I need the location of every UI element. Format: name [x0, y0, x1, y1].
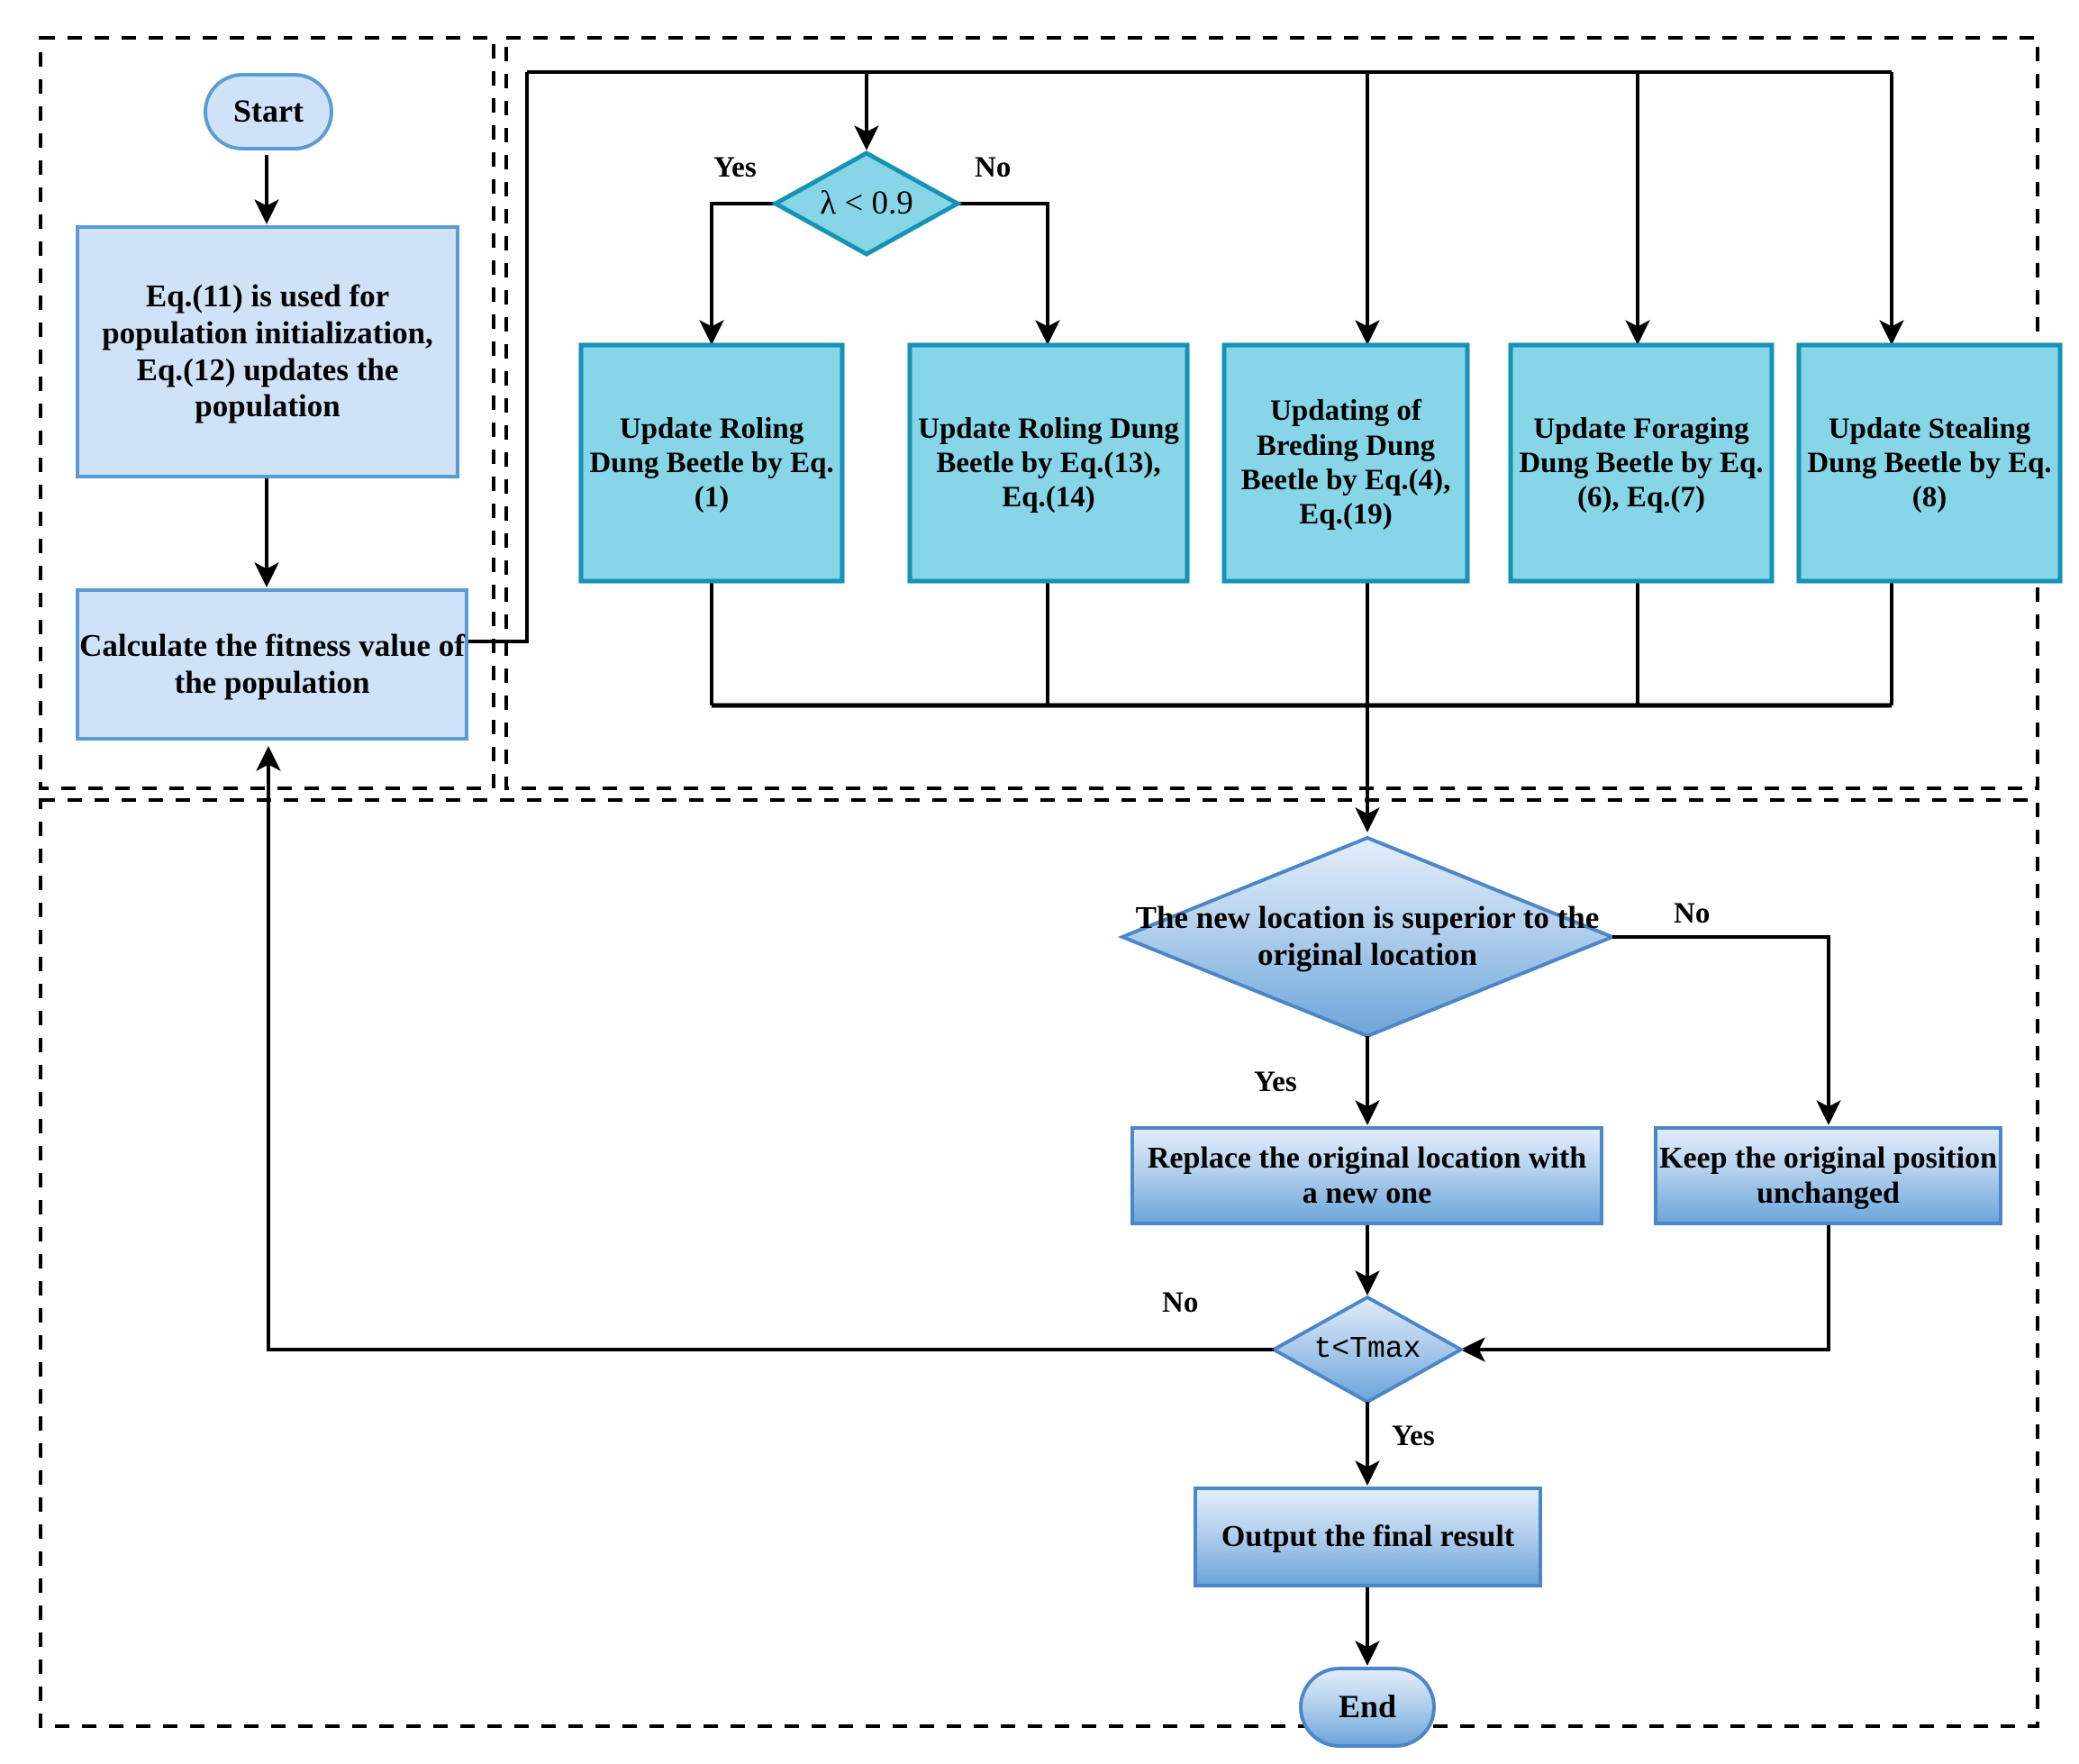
node-superior-decision-shape[interactable] — [1117, 835, 1618, 1039]
edge-label-superior-no: No — [1674, 897, 1711, 930]
node-fitness-shape[interactable] — [76, 588, 468, 741]
node-tmax-decision-shape[interactable] — [1269, 1295, 1466, 1405]
edge-fitness-to-bus — [467, 72, 529, 643]
edge-keep-to-tmax — [1460, 1223, 1830, 1362]
edge-label-tmax-yes: Yes — [1392, 1420, 1435, 1452]
node-breeding-shape[interactable] — [1221, 342, 1470, 584]
edge-label-lambda-yes: Yes — [713, 151, 757, 184]
node-stealing-shape[interactable] — [1796, 342, 2063, 584]
node-replace-shape[interactable] — [1130, 1126, 1603, 1225]
panel-initialization — [39, 36, 495, 790]
node-keep-shape[interactable] — [1654, 1126, 2002, 1225]
node-start-shape[interactable] — [204, 73, 333, 150]
edge-label-tmax-no: No — [1162, 1287, 1199, 1319]
node-lambda-decision-shape[interactable] — [770, 150, 963, 257]
edge-superior-no — [1612, 935, 1841, 1125]
edge-lambda-no — [958, 202, 1060, 345]
node-rolling-eq13-14-shape[interactable] — [907, 342, 1190, 584]
node-end-shape[interactable] — [1299, 1667, 1436, 1748]
panel-selection-termination — [39, 798, 2039, 1728]
panel-update-strategies — [504, 36, 2039, 790]
node-init-shape[interactable] — [76, 225, 459, 478]
edge-label-superior-yes: Yes — [1254, 1066, 1297, 1098]
edge-tmax-no-feedback — [256, 746, 1274, 1351]
node-rolling-eq1-shape[interactable] — [578, 342, 845, 584]
node-foraging-shape[interactable] — [1508, 342, 1775, 584]
edge-lambda-yes — [699, 202, 776, 345]
node-output-shape[interactable] — [1194, 1487, 1542, 1587]
edge-label-lambda-no: No — [975, 151, 1012, 184]
